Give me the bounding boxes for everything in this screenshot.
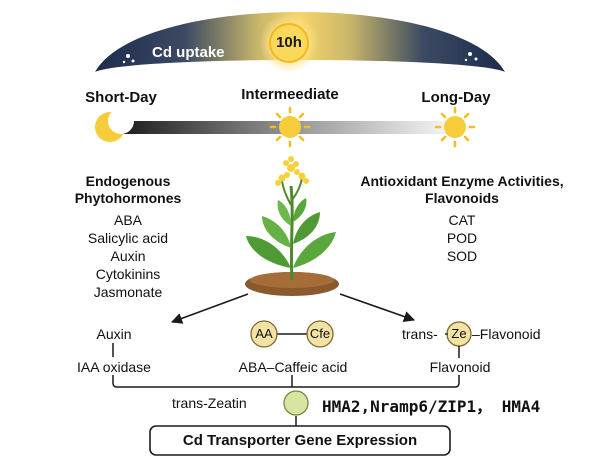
convergence-dot — [283, 390, 309, 416]
crescent-moon-icon — [95, 108, 134, 142]
right-panel-title-1: Antioxidant Enzyme Activities, — [360, 173, 564, 189]
left-item-auxin: Auxin — [110, 248, 146, 264]
left-item-cytokinins: Cytokinins — [95, 266, 161, 282]
flowering-plant-icon — [245, 156, 339, 296]
left-item-jasmonate: Jasmonate — [93, 284, 163, 300]
cfe-circle — [306, 320, 334, 348]
left-item-salicylic-acid: Salicylic acid — [87, 230, 169, 246]
long-day-label: Long-Day — [421, 89, 491, 106]
stars-icon — [122, 52, 478, 64]
right-panel-title-2: Flavonoids — [425, 190, 499, 206]
aba-caffeic-acid-label: ABA–Caffeic acid — [238, 359, 348, 375]
trans-prefix-label: trans- — [402, 326, 438, 342]
trans-zeatin-label: trans-Zeatin — [172, 395, 247, 411]
time-marker-label: 10h — [276, 34, 302, 51]
left-item-aba: ABA — [113, 212, 143, 228]
aa-circle-label: AA — [255, 326, 273, 341]
right-item-cat: CAT — [448, 212, 476, 228]
flavonoid-suffix-label: –Flavonoid — [472, 326, 541, 342]
short-day-label: Short-Day — [85, 89, 157, 106]
arrow-to-left — [170, 293, 249, 324]
iaa-oxidase-label: IAA oxidase — [77, 359, 151, 375]
left-panel-title-2: Phytohormones — [74, 190, 182, 206]
sun-marker-icon — [269, 23, 309, 63]
arrow-to-right — [339, 293, 416, 322]
cd-uptake-label: Cd uptake — [152, 44, 225, 61]
intermediate-label: Intermeediate — [241, 86, 339, 103]
flavonoid-label: Flavonoid — [429, 359, 491, 375]
ze-circle-label: Ze — [451, 326, 467, 341]
aa-circle — [250, 320, 278, 348]
gene-expression-box — [149, 425, 451, 456]
auxin-pathway-label: Auxin — [96, 326, 132, 342]
right-item-pod: POD — [446, 230, 478, 246]
bracket — [112, 375, 460, 388]
left-panel-title-1: Endogenous — [85, 173, 171, 189]
sun-icon-long-day — [434, 106, 476, 148]
cfe-circle-label: Cfe — [309, 326, 331, 341]
gene-expression-label: Cd Transporter Gene Expression — [182, 432, 418, 449]
sun-icon-intermediate — [269, 106, 311, 148]
transporter-genes-label: HMA2,Nramp6/ZIP1， HMA4 — [322, 397, 541, 416]
right-item-sod: SOD — [446, 248, 478, 264]
